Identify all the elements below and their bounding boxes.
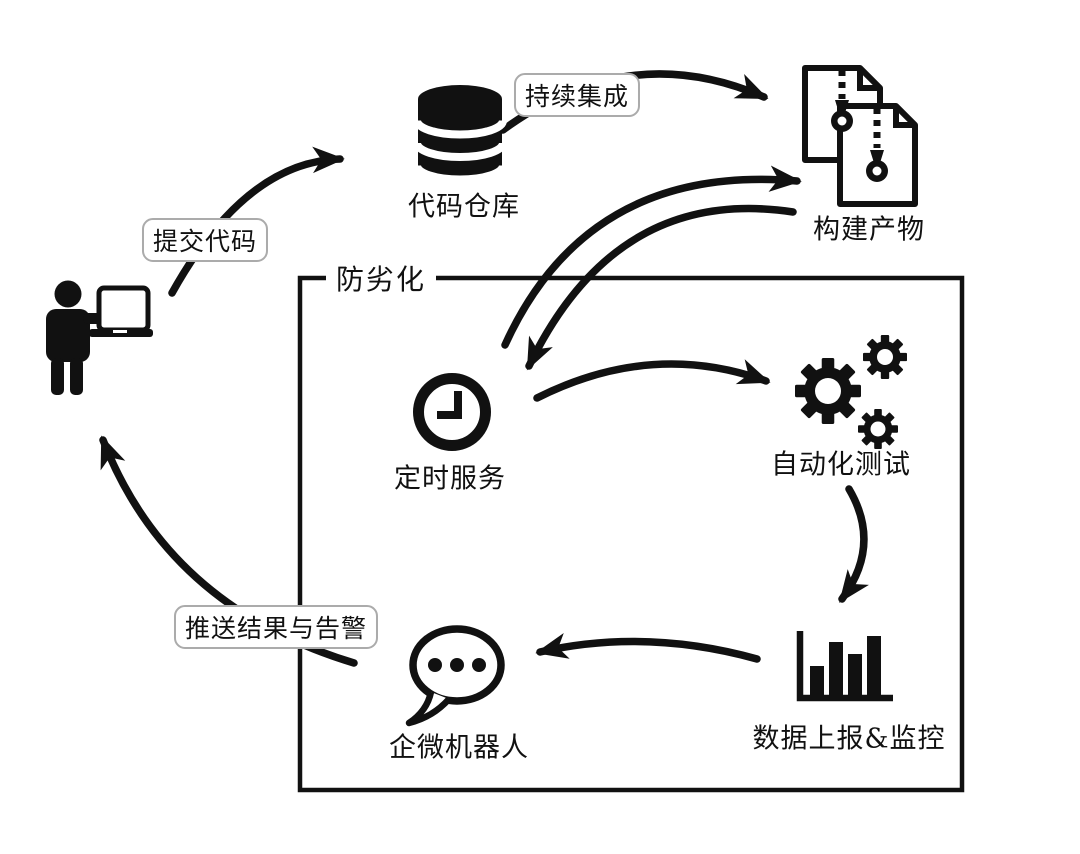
arrow-autotest-to-monitor [838,485,869,603]
edge-label-submit-code: 提交代码 [141,218,269,262]
node-label-build-artifacts: 构建产物 [813,214,925,246]
database-icon [413,85,507,184]
node-label-wecom-bot: 企微机器人 [389,732,529,764]
bar-chart-icon [796,631,893,702]
arrow-developer-to-repo [168,146,345,297]
zip-files-icon [802,65,918,207]
chat-bubble-icon [405,625,505,727]
person-laptop-icon [46,280,153,395]
node-label-timer-service: 定时服务 [394,463,506,495]
node-label-data-report-monitor: 数据上报&监控 [752,723,946,755]
node-label-code-repository: 代码仓库 [408,191,520,223]
edge-label-continuous-integration: 持续集成 [513,73,641,117]
edge-label-push-results-alerts: 推送结果与告警 [173,605,379,649]
gears-icon [795,335,907,449]
arrow-timer-to-artifact [501,165,802,349]
arrow-artifact-to-timer [525,204,797,371]
node-label-automated-testing: 自动化测试 [771,449,911,481]
box-legend-anti-degradation: 防劣化 [326,258,437,298]
arrow-monitor-to-bot [535,633,761,663]
clock-icon [413,373,491,451]
anti-degradation-box [297,275,965,793]
arrow-timer-to-autotest [533,359,771,402]
